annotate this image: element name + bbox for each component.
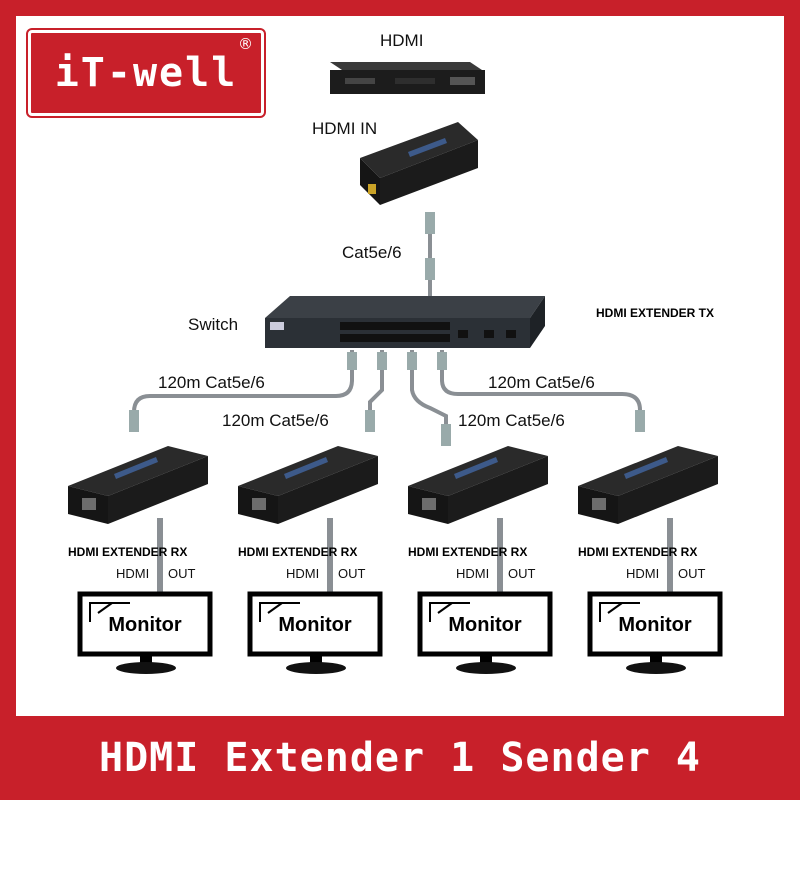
receiver-4: HDMI EXTENDER RX HDMI OUT Monitor bbox=[578, 446, 723, 674]
cable-1-label: 120m Cat5e/6 bbox=[158, 373, 265, 392]
monitor: Monitor bbox=[587, 591, 723, 674]
footer-title: HDMI Extender 1 Sender 4 Receivers bbox=[99, 735, 701, 861]
cable-rx3 bbox=[410, 350, 448, 440]
receiver-1: HDMI EXTENDER RX HDMI OUT Monitor bbox=[68, 446, 213, 674]
cable-2-label: 120m Cat5e/6 bbox=[222, 411, 329, 430]
cable-rx4 bbox=[440, 350, 642, 430]
tx-extender-unit bbox=[360, 122, 478, 205]
uplink-cable bbox=[425, 212, 435, 296]
hdmi-out-label-b: OUT bbox=[678, 566, 706, 581]
receiver-2: HDMI EXTENDER RX HDMI OUT Monitor bbox=[238, 446, 383, 674]
hdmi-out-label-b: OUT bbox=[168, 566, 196, 581]
brand-logo: iT-well ® bbox=[28, 30, 264, 116]
rj45-port bbox=[422, 498, 436, 510]
brand-name: iT-well bbox=[54, 50, 238, 96]
rx-title-label: HDMI EXTENDER RX bbox=[408, 545, 527, 559]
rx-extender-unit bbox=[408, 446, 548, 524]
monitor: Monitor bbox=[417, 591, 553, 674]
tx-title-label: HDMI EXTENDER TX bbox=[596, 306, 714, 320]
monitor-label: Monitor bbox=[278, 614, 352, 636]
cable-4-label: 120m Cat5e/6 bbox=[488, 373, 595, 392]
hdmi-out-label-a: HDMI bbox=[456, 566, 489, 581]
hdmi-out-label-b: OUT bbox=[508, 566, 536, 581]
rx-extender-unit bbox=[68, 446, 208, 524]
monitor-label: Monitor bbox=[618, 614, 692, 636]
hdmi-out-label-a: HDMI bbox=[286, 566, 319, 581]
network-switch bbox=[265, 296, 545, 348]
monitor: Monitor bbox=[247, 591, 383, 674]
hdmi-out-label-a: HDMI bbox=[116, 566, 149, 581]
uplink-cable-label: Cat5e/6 bbox=[342, 243, 402, 262]
cable-rx1 bbox=[132, 350, 354, 430]
hdmi-in-label: HDMI IN bbox=[312, 119, 377, 138]
source-label: HDMI bbox=[380, 31, 423, 50]
hdmi-out-label-b: OUT bbox=[338, 566, 366, 581]
rj45-port bbox=[592, 498, 606, 510]
switch-label: Switch bbox=[188, 315, 238, 334]
hdmi-source-player bbox=[330, 62, 485, 94]
rx-title-label: HDMI EXTENDER RX bbox=[68, 545, 187, 559]
extender-topology-diagram: HDMI HDMI IN Cat5e/6 Switch HDMI EXTENDE… bbox=[68, 31, 723, 674]
rx-extender-unit bbox=[238, 446, 378, 524]
monitor-label: Monitor bbox=[448, 614, 522, 636]
receiver-3: HDMI EXTENDER RX HDMI OUT Monitor bbox=[408, 446, 553, 674]
monitor: Monitor bbox=[77, 591, 213, 674]
registered-mark: ® bbox=[238, 35, 253, 53]
cable-3-label: 120m Cat5e/6 bbox=[458, 411, 565, 430]
rx-title-label: HDMI EXTENDER RX bbox=[238, 545, 357, 559]
rx-title-label: HDMI EXTENDER RX bbox=[578, 545, 697, 559]
rj45-port bbox=[82, 498, 96, 510]
rx-extender-unit bbox=[578, 446, 718, 524]
hdmi-out-label-a: HDMI bbox=[626, 566, 659, 581]
monitor-label: Monitor bbox=[108, 614, 182, 636]
rj45-port bbox=[252, 498, 266, 510]
